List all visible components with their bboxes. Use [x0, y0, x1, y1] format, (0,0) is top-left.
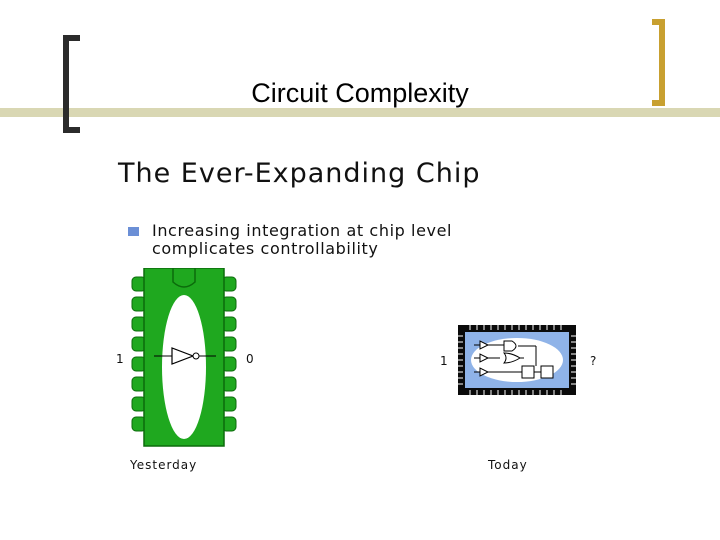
today-caption: Today	[488, 458, 528, 472]
inverter-bubble-icon	[192, 352, 200, 360]
bullet-line-1: Increasing integration at chip level	[152, 221, 453, 240]
yesterday-output-label: 0	[246, 352, 255, 366]
yesterday-chip	[131, 268, 237, 447]
yesterday-input-label: 1	[116, 352, 125, 366]
chip-pins-right	[571, 335, 576, 385]
buffer-gate-icon	[479, 367, 490, 377]
bullet-line-2: complicates controllability	[152, 239, 379, 258]
flip-flop-icon	[521, 365, 535, 379]
today-output-label: ?	[590, 354, 598, 368]
buffer-gate-icon	[171, 347, 195, 365]
chip-window	[162, 295, 206, 439]
chip-pins-top	[469, 325, 562, 330]
buffer-gate-icon	[479, 340, 490, 350]
today-input-label: 1	[440, 354, 449, 368]
yesterday-caption: Yesterday	[130, 458, 198, 472]
logic-network	[474, 340, 554, 379]
or-gate-icon	[502, 352, 521, 364]
page-title: Circuit Complexity	[251, 78, 469, 108]
today-chip	[458, 325, 576, 395]
flip-flop-icon	[540, 365, 554, 379]
chip-pins-bottom	[469, 390, 562, 395]
buffer-gate-icon	[479, 353, 490, 363]
right-bracket	[652, 19, 665, 106]
and-gate-icon	[503, 340, 517, 352]
bullet-text: Increasing integration at chip level com…	[152, 222, 452, 258]
header-rule	[0, 108, 720, 117]
left-bracket	[63, 35, 80, 133]
chip-pins-left	[458, 335, 463, 385]
bullet-marker	[128, 227, 139, 236]
header-decoration	[0, 19, 720, 133]
slide-subtitle: The Ever-Expanding Chip	[118, 158, 481, 189]
chip-notch	[172, 268, 196, 288]
